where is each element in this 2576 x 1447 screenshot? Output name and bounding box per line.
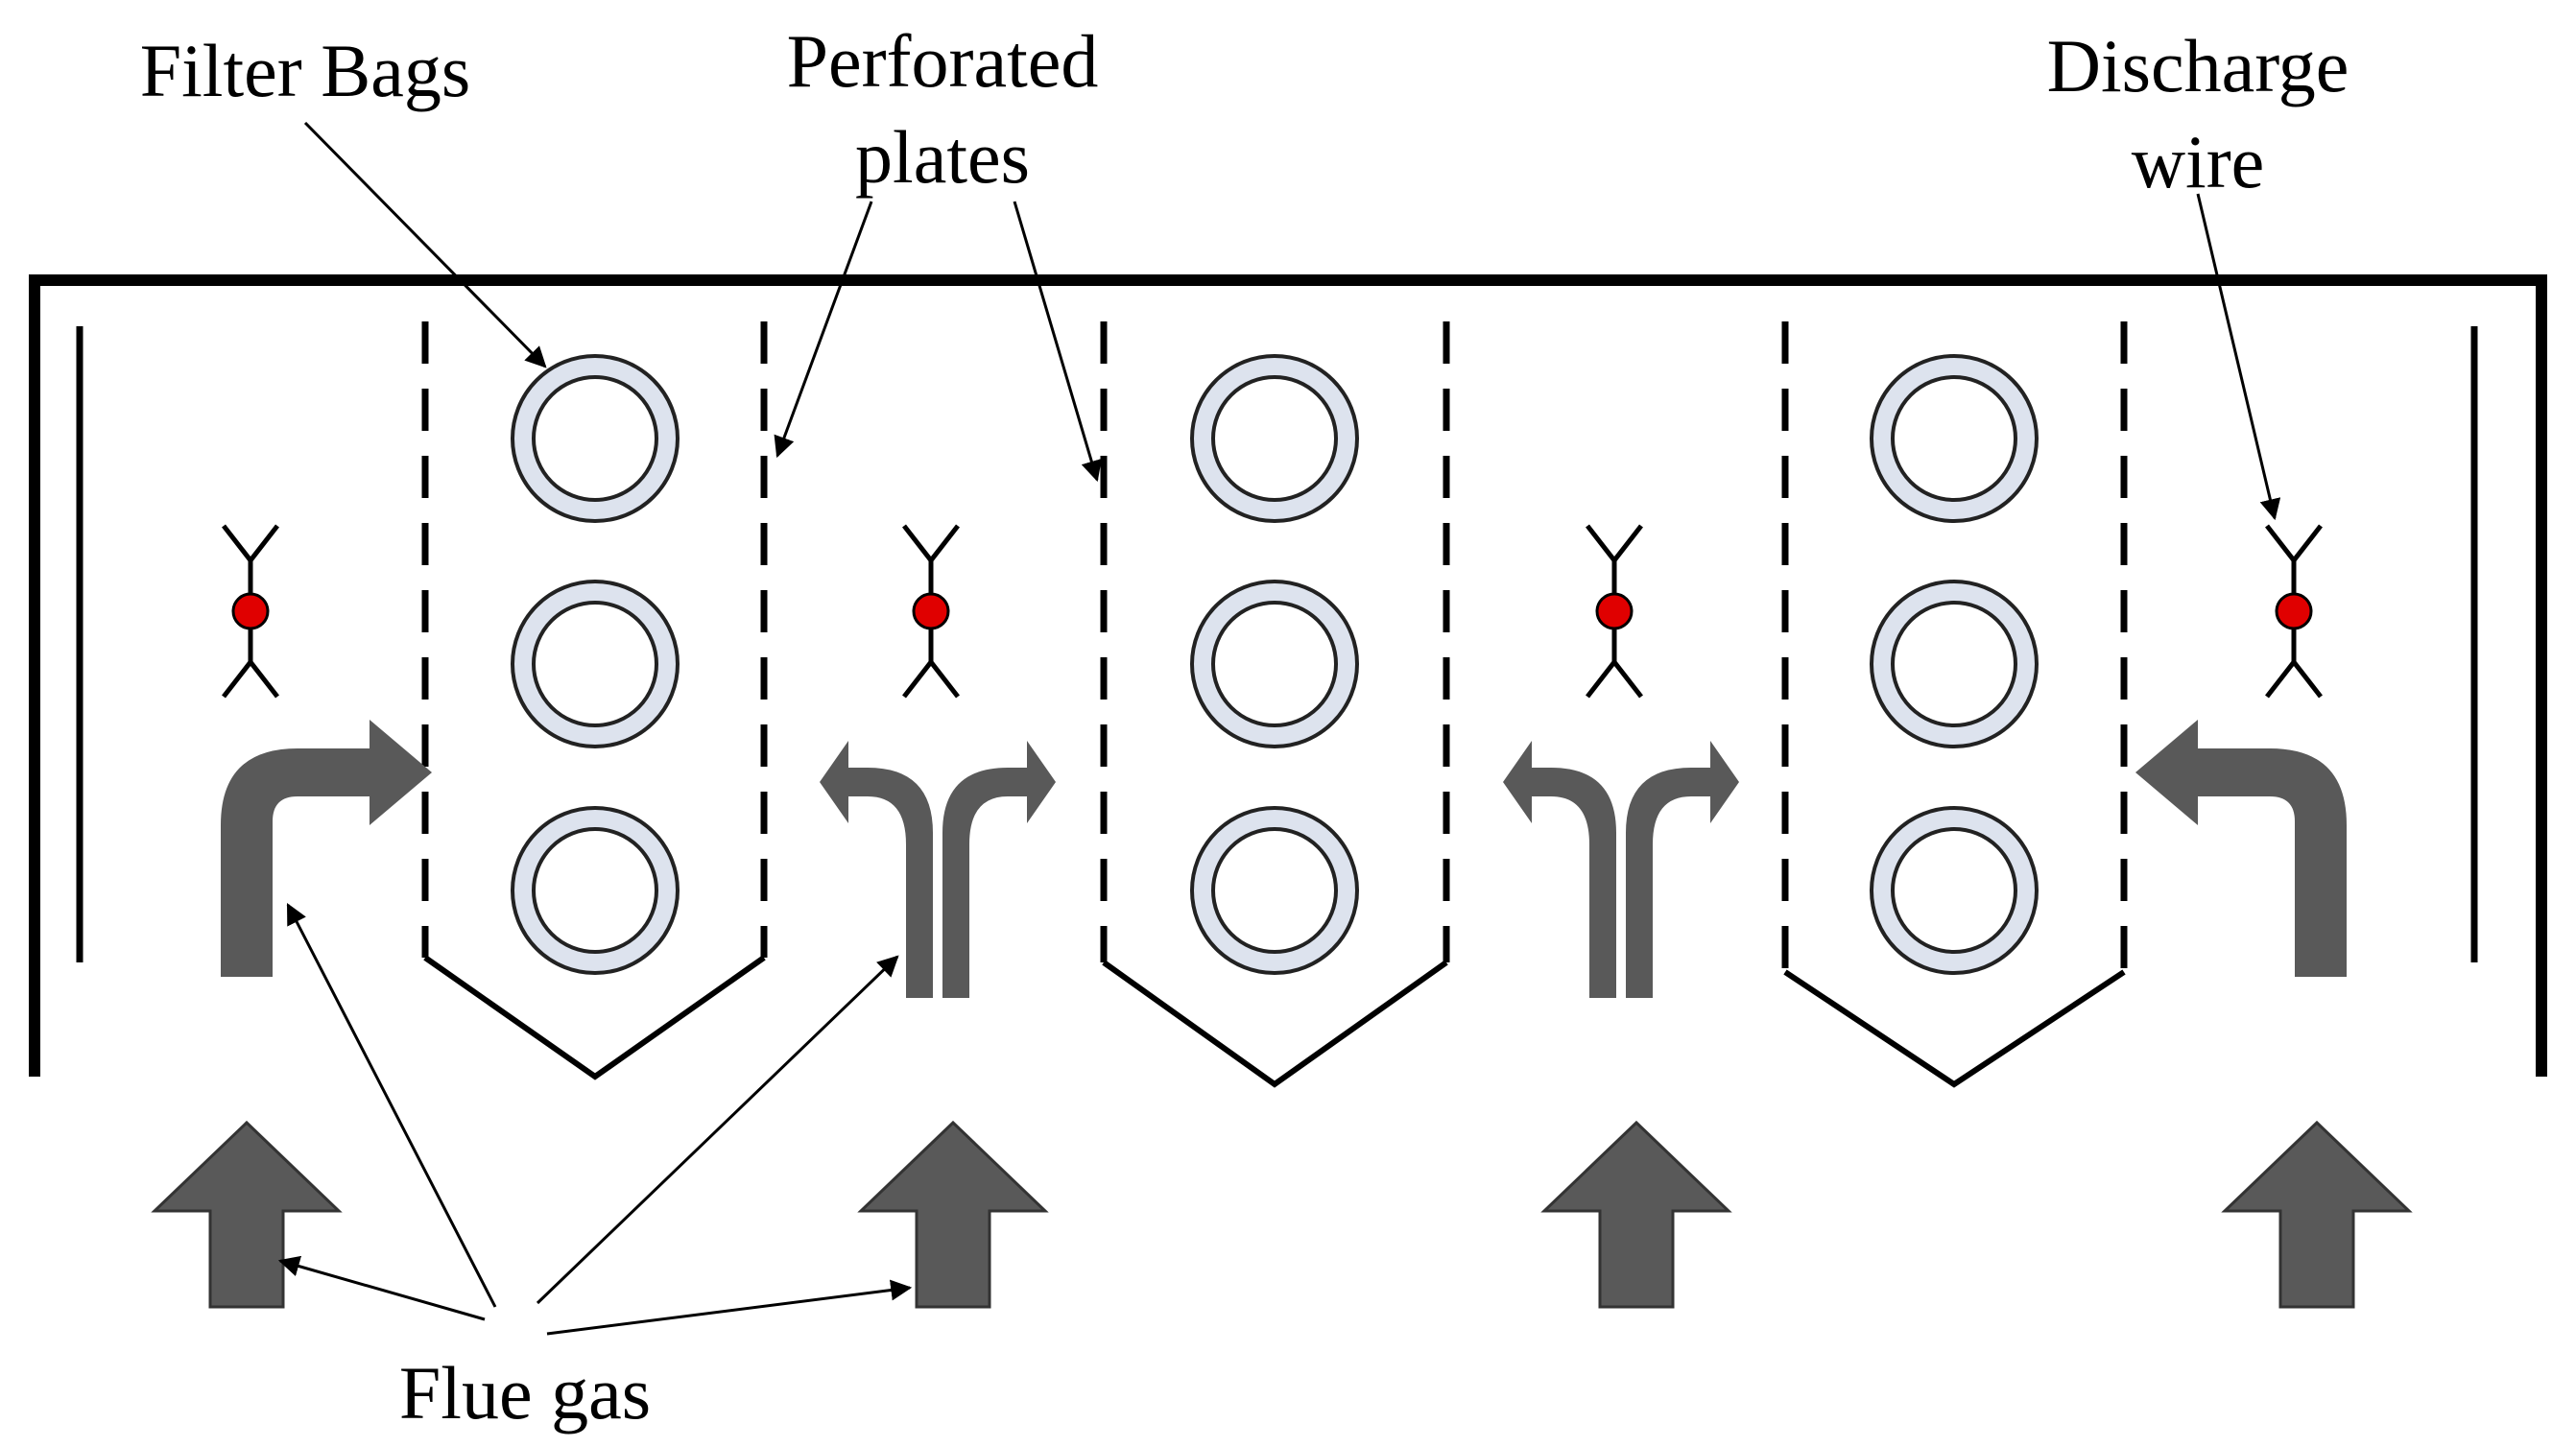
leader-discharge-wire	[2196, 193, 2281, 521]
flue-gas-inlet-arrow	[151, 1120, 343, 1309]
filter-bag-inner	[532, 827, 658, 954]
discharge-electrode	[902, 524, 960, 699]
leader-flue-gas-3	[277, 1255, 486, 1321]
label-discharge-line1: Discharge	[2047, 24, 2349, 107]
leader-flue-gas-4	[546, 1279, 913, 1336]
label-flue-gas: Flue gas	[399, 1351, 651, 1435]
hopper-bottoms	[423, 955, 2126, 1088]
labels: Filter Bags Perforated plates Discharge …	[140, 19, 2349, 1435]
gas-flow-split-arrow	[1503, 741, 1739, 998]
filter-bag-inner	[532, 375, 658, 502]
housing	[29, 274, 2547, 1077]
gas-flow-arrows	[221, 720, 2347, 998]
leader-lines	[277, 121, 2281, 1336]
discharge-electrode	[2265, 524, 2323, 699]
gas-flow-arrow	[2135, 720, 2347, 977]
hopper-bottom	[1783, 969, 2126, 1088]
filter-bag-inner	[1891, 375, 2017, 502]
hopper-bottom	[1102, 960, 1448, 1088]
filter-bag-inner	[1211, 601, 1338, 727]
flue-gas-inlet-arrow	[1540, 1120, 1732, 1309]
filter-bags	[511, 354, 2039, 975]
discharge-electrode	[222, 524, 279, 699]
flue-gas-inlet-arrow	[2221, 1120, 2413, 1309]
gas-flow-split-arrow	[820, 741, 1056, 998]
leader-perforated-left	[774, 201, 873, 459]
filter-bag-inner	[1891, 827, 2017, 954]
label-discharge-line2: wire	[2132, 120, 2265, 203]
filter-bag-inner	[1891, 601, 2017, 727]
hopper-bottom	[423, 955, 766, 1080]
leader-flue-gas-2	[536, 955, 899, 1305]
label-perforated-line1: Perforated	[787, 19, 1099, 103]
gas-flow-arrow	[221, 720, 432, 977]
filter-bag-inner	[1211, 375, 1338, 502]
discharge-electrode	[1586, 524, 1643, 699]
perforated-plates	[421, 321, 2128, 972]
flue-gas-inlet-arrow	[857, 1120, 1049, 1309]
inlet-arrows	[151, 1120, 2413, 1309]
filter-bag-inner	[1211, 827, 1338, 954]
leader-filter-bags	[303, 121, 547, 368]
filter-bag-inner	[532, 601, 658, 727]
discharge-electrodes	[222, 524, 2323, 699]
label-perforated-line2: plates	[855, 115, 1030, 199]
label-filter-bags: Filter Bags	[140, 29, 471, 112]
housing-outline	[29, 274, 2547, 1077]
leader-perforated-right	[1013, 201, 1102, 483]
leader-flue-gas-1	[286, 903, 497, 1308]
